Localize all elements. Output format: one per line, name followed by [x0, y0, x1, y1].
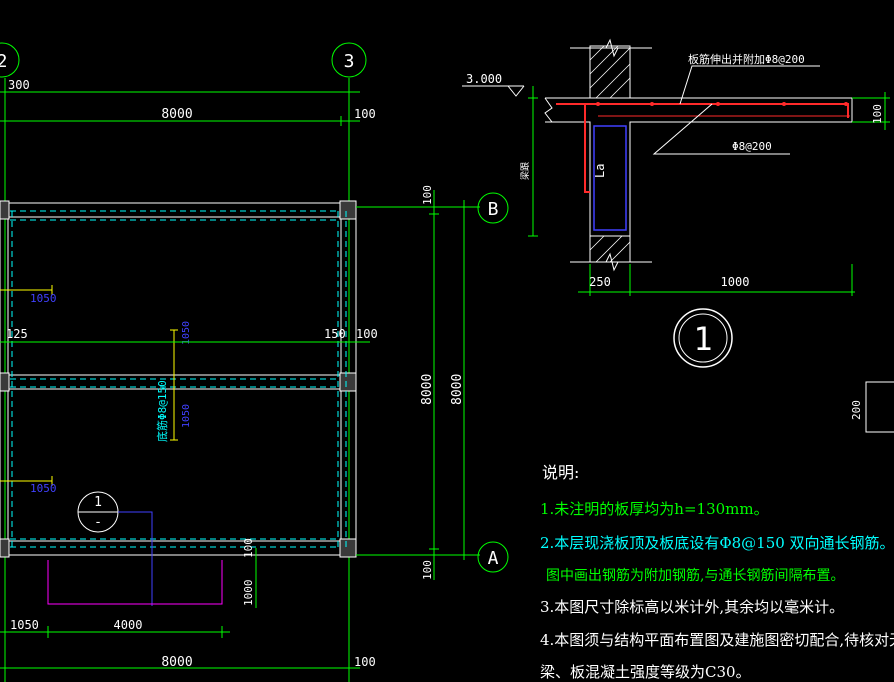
- beam-bottom: [0, 540, 357, 556]
- axis-bubble-2: [0, 42, 20, 78]
- dim-text-right-8000-b: 8000: [450, 374, 465, 405]
- detail-mark-inner: [678, 313, 728, 363]
- stirrup: [593, 125, 627, 231]
- dim-text-125: 125: [6, 327, 28, 341]
- anchor-rebar: [584, 104, 590, 193]
- lower-wall: [589, 235, 631, 263]
- dim-text-250: 250: [589, 275, 611, 289]
- dim-text-detail-100: 100: [871, 104, 884, 124]
- center-rebar: [170, 329, 178, 441]
- dim-text-top-8000: 8000: [161, 107, 192, 122]
- rebar-vert-1050-top: 1050: [181, 321, 192, 345]
- dim-text-bot-8000: 8000: [161, 655, 192, 670]
- axis-label-3: 3: [344, 51, 355, 72]
- leader-top: [679, 65, 820, 105]
- leader-mid: [652, 103, 790, 155]
- axis-label-B: B: [488, 199, 499, 220]
- note-2: 2.本层现浇板顶及板底设有Φ8@150 双向通长钢筋。: [540, 534, 894, 552]
- axis-bubble-3: [331, 42, 367, 78]
- rebar-len-1: 1050: [30, 292, 57, 305]
- plan-view: 2 3 300 8000 100: [0, 42, 378, 682]
- side-label: 梁跟: [519, 162, 531, 180]
- column-b2: [0, 200, 10, 220]
- plan-rebar-label: 底筋Φ8@150: [155, 380, 169, 442]
- axis-label-2: 2: [0, 51, 7, 72]
- note-2b: 图中画出钢筋为附加钢筋,与通长钢筋间隔布置。: [546, 567, 844, 584]
- dim-text-mid-100: 100: [356, 327, 378, 341]
- canopy-outline: [47, 560, 223, 605]
- dim-text-top-100: 100: [354, 107, 376, 121]
- la-label: La: [593, 164, 607, 178]
- note-1: 1.未注明的板厚均为h=130mm。: [540, 500, 769, 518]
- column-mid2: [0, 372, 10, 392]
- detail-mark-number: 1: [693, 320, 712, 358]
- dim-text-right-8000-a: 8000: [420, 374, 435, 405]
- dim-text-bot-4000: 4000: [114, 618, 143, 632]
- section-marker-top: 1: [94, 495, 102, 510]
- note-5: 梁、板混凝土强度等级为C30。: [540, 663, 751, 681]
- axis-label-A: A: [488, 548, 499, 569]
- detail-note-mid: Φ8@200: [732, 140, 772, 153]
- upper-wall-hatch: [589, 45, 631, 99]
- note-4: 4.本图须与结构平面布置图及建施图密切配合,待核对无误后方可施: [540, 631, 894, 649]
- section-marker-bot: -: [94, 515, 102, 530]
- section-leader: [118, 511, 153, 606]
- rebar-vert-1050-bot: 1050: [181, 404, 192, 428]
- dim-text-canopy-100: 100: [242, 538, 255, 558]
- rebar-len-2: 1050: [30, 482, 57, 495]
- section-detail: 3.000: [462, 38, 894, 433]
- column-mid3: [339, 372, 357, 392]
- left-rebar-1: [0, 285, 53, 295]
- detail-note-top: 板筋伸出并附加Φ8@200: [688, 52, 805, 66]
- slab-beam-outline: [545, 97, 853, 237]
- column-a2: [0, 538, 10, 558]
- dim-text-150: 150: [324, 327, 346, 341]
- column-b3: [339, 200, 357, 220]
- axis-bubble-B: [477, 192, 509, 224]
- notes-block: 说明: 1.未注明的板厚均为h=130mm。 2.本层现浇板顶及板底设有Φ8@1…: [540, 463, 894, 681]
- dim-text-right-100-bot: 100: [421, 560, 434, 580]
- column-a3: [339, 538, 357, 558]
- detail-mark-outer: [673, 308, 733, 368]
- dim-text-200: 200: [850, 400, 863, 420]
- dashed-slab-lines: [10, 210, 347, 548]
- dim-text-right-100-top: 100: [421, 185, 434, 205]
- dim-text-bot-100: 100: [354, 655, 376, 669]
- left-rebar-2: [0, 476, 53, 486]
- elev-text: 3.000: [466, 72, 502, 86]
- notes-title: 说明:: [542, 463, 579, 482]
- partial-detail-edge: [865, 381, 894, 433]
- dim-text-top-300: 300: [8, 78, 30, 92]
- right-dims: 100 8000 8000 100 B A: [356, 185, 509, 580]
- dim-text-canopy-1000: 1000: [242, 580, 255, 607]
- axis-bubble-A: [477, 541, 509, 573]
- dim-text-1000: 1000: [721, 275, 750, 289]
- beam-top: [0, 202, 357, 218]
- note-3: 3.本图尺寸除标高以米计外,其余均以毫米计。: [540, 598, 844, 616]
- dim-text-bot-1050: 1050: [10, 618, 39, 632]
